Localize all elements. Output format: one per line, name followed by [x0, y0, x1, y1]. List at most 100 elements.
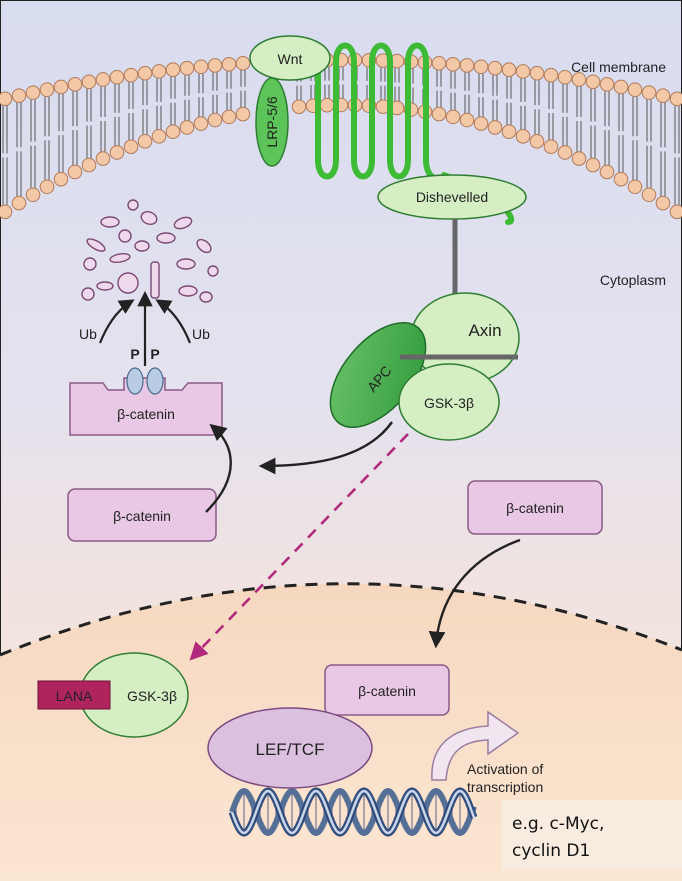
beta-catenin-free: β-catenin: [67, 488, 217, 542]
lipid-head: [585, 74, 601, 90]
dishevelled-protein: Dishevelled: [377, 174, 527, 220]
lipid-head: [473, 116, 489, 131]
example-genes-line1: e.g. c-Myc,: [512, 814, 604, 834]
lipid-head: [109, 145, 125, 160]
lipid-head: [179, 120, 195, 135]
phospho-beta-catenin: β-catenin P P: [69, 346, 223, 436]
lipid-head: [39, 179, 55, 195]
axin-label: Axin: [468, 321, 501, 340]
phospho-label-2: P: [150, 346, 159, 362]
gsk-nuclear-arrow: [189, 433, 409, 661]
lipid-head: [11, 195, 27, 211]
lipid-head: [81, 157, 97, 173]
protein-fragment: [109, 252, 131, 264]
protein-fragment: [156, 232, 176, 244]
lipid-head: [221, 109, 237, 125]
lipid-head: [319, 97, 335, 113]
example-genes-box: [502, 800, 682, 870]
lipid-head: [137, 134, 153, 149]
lipid-head: [487, 60, 503, 76]
lipid-head: [25, 187, 41, 203]
phosphate-group-2: P: [146, 346, 164, 395]
lipid-head: [151, 129, 167, 144]
lef-tcf-protein: LEF/TCF: [207, 707, 373, 789]
lipid-head: [221, 57, 237, 72]
protein-fragment: [176, 258, 196, 270]
dna-strand-highlight: [230, 789, 476, 835]
lipid-head: [431, 56, 447, 71]
ub-arrow-right: [155, 299, 192, 344]
phosphorylation-arrow: [258, 421, 393, 475]
lrp-label: LRP-5/6: [264, 96, 280, 148]
protein-fragment: [117, 272, 139, 294]
protein-fragment: [150, 261, 160, 299]
activation-label-line1: Activation of: [467, 761, 543, 777]
lipid-head: [67, 77, 83, 92]
lipid-head: [529, 65, 545, 81]
lipid-head: [529, 134, 545, 149]
lipid-head: [151, 64, 167, 79]
lipid-head: [431, 106, 447, 122]
lipid-head: [81, 74, 97, 90]
lipid-head: [543, 67, 559, 83]
ub-arrow-left: [98, 299, 135, 344]
beta-catenin-free-label: β-catenin: [113, 508, 171, 524]
lipid-head: [571, 151, 587, 166]
lipid-head: [109, 69, 125, 85]
wnt-label: Wnt: [278, 51, 303, 67]
lana-label: LANA: [56, 688, 93, 704]
lipid-head: [627, 179, 643, 195]
wnt-protein: Wnt: [249, 35, 331, 81]
protein-fragment: [81, 287, 95, 301]
beta-catenin-nucleus: β-catenin: [324, 664, 450, 716]
lipid-head: [11, 88, 27, 103]
lipid-head: [25, 85, 41, 100]
lipid-head: [501, 62, 517, 78]
lrp-receptor: LRP-5/6: [255, 77, 289, 167]
gsk-nucleus-protein: GSK-3β: [79, 652, 189, 738]
lipid-head: [613, 79, 629, 95]
protein-fragment: [127, 199, 139, 211]
nuclear-translocation-arrow: [428, 538, 521, 649]
protein-fragment: [196, 238, 212, 254]
cell-membrane-label: Cell membrane: [571, 59, 666, 75]
lipid-head: [599, 164, 615, 180]
lipid-head: [641, 187, 657, 203]
ub-label-right: Ub: [192, 326, 210, 342]
protein-fragment: [83, 257, 97, 271]
lipid-head: [137, 65, 153, 81]
activation-label-line2: transcription: [467, 779, 543, 795]
lipid-head: [95, 151, 111, 166]
phosphate-group-1: P: [126, 346, 144, 395]
protein-fragment: [173, 216, 193, 230]
protein-fragment: [207, 265, 219, 277]
lipid-head: [613, 171, 629, 187]
lipid-head: [655, 195, 671, 211]
ub-label-left: Ub: [79, 326, 97, 342]
dishevelled-label: Dishevelled: [416, 189, 488, 205]
lipid-head: [557, 69, 573, 85]
example-genes-line2: cyclin D1: [512, 841, 590, 861]
lipid-head: [0, 91, 13, 107]
beta-catenin-right-label: β-catenin: [506, 500, 564, 516]
lipid-head: [585, 157, 601, 173]
lipid-head: [557, 145, 573, 160]
protein-fragment: [86, 238, 106, 252]
activation-arrow: [431, 710, 520, 781]
beta-catenin-nucleus-label: β-catenin: [358, 683, 416, 699]
gsk-label: GSK-3β: [424, 395, 474, 411]
protein-fragment: [118, 229, 132, 243]
lipid-head: [571, 72, 587, 87]
cytoplasm-label: Cytoplasm: [600, 272, 666, 288]
beta-catenin-to-phospho-arrow: [205, 423, 232, 513]
membrane-lipid-tails: [2, 67, 680, 205]
lipid-head: [627, 82, 643, 98]
lipid-head: [669, 91, 682, 107]
lana-protein: LANA: [37, 680, 111, 710]
protein-fragment: [140, 211, 158, 225]
beta-catenin-right: β-catenin: [467, 480, 603, 535]
lipid-head: [291, 99, 307, 114]
lipid-head: [641, 85, 657, 100]
